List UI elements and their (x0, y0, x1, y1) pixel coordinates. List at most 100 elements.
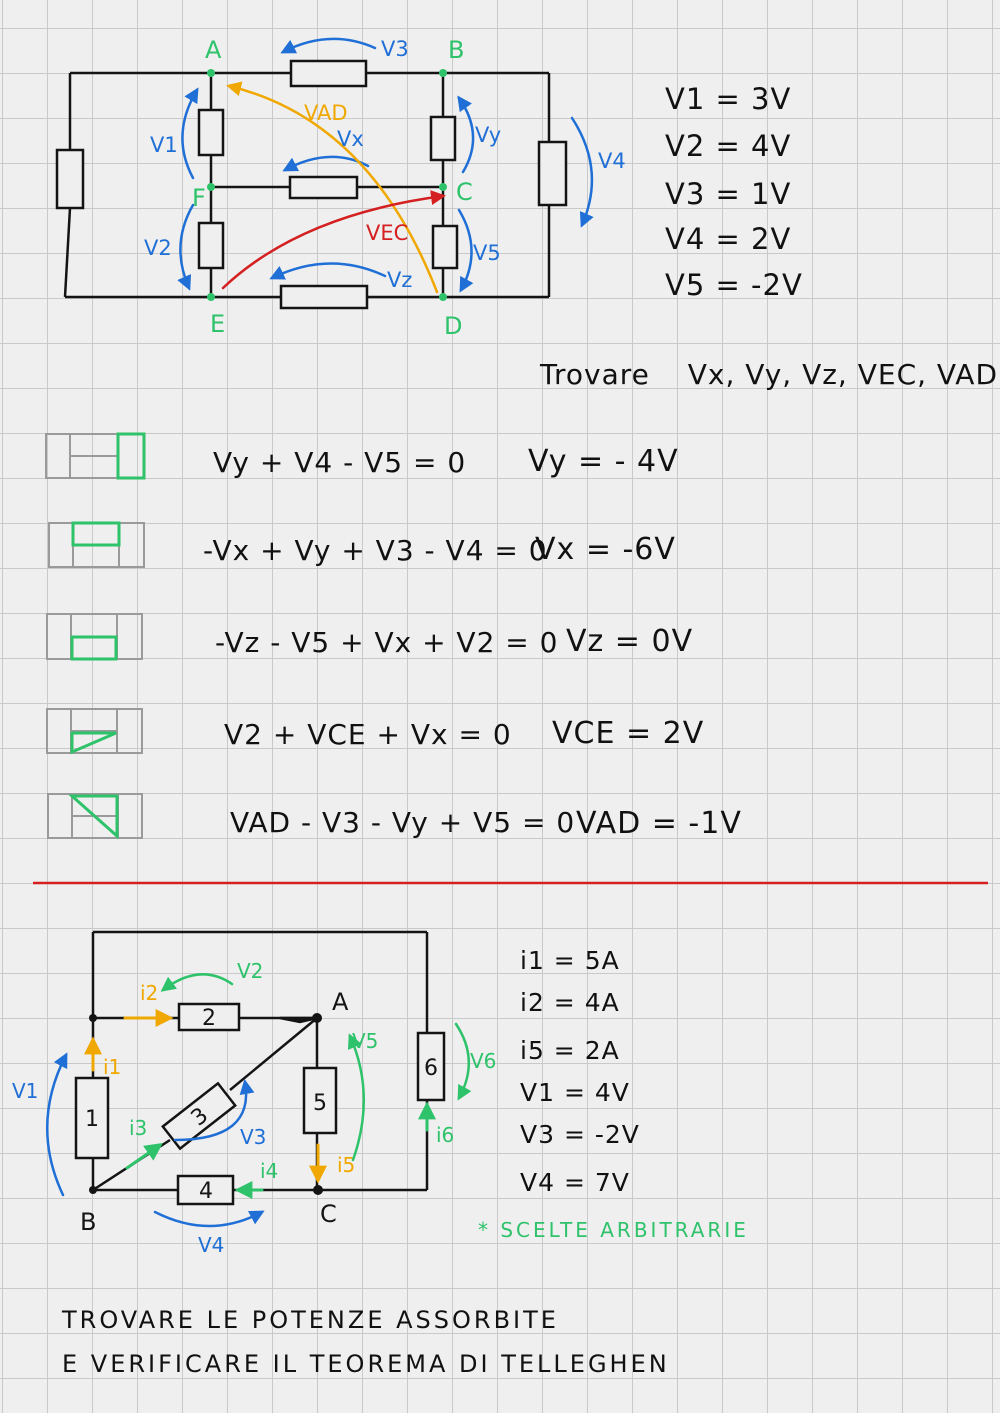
arrow-v5b (347, 1033, 365, 1162)
arrow-vy (457, 95, 475, 174)
arrow-vz (269, 262, 387, 280)
label2-i2: i2 (140, 981, 158, 1005)
node2-b-label: B (80, 1208, 96, 1236)
resistor-v2 (197, 221, 225, 270)
loop-icon-3 (46, 613, 143, 661)
label-vec: VEC (366, 221, 408, 245)
loop-icon-5 (47, 793, 143, 840)
label-v4: V4 (598, 149, 626, 173)
given-v3: V3 = 1V (665, 177, 792, 211)
circuit-2-voltage-arrows (45, 973, 472, 1228)
resistor-4-number: 4 (199, 1179, 213, 1204)
label2-v1: V1 (12, 1079, 38, 1103)
resistor-vz (279, 284, 369, 310)
resistor-1 (74, 1076, 110, 1160)
resistor-vx (288, 175, 359, 200)
given2-i2: i2 = 4A (520, 988, 620, 1017)
arrow-v4 (570, 116, 594, 228)
node-e-label: E (210, 310, 225, 338)
resistor-2-number: 2 (202, 1006, 216, 1031)
given2-v4: V4 = 7V (520, 1168, 630, 1197)
resistor-3 (161, 1081, 237, 1151)
label-vad: VAD (304, 101, 348, 125)
label-v1: V1 (150, 133, 178, 157)
circuit-2-current-arrows (84, 1009, 436, 1199)
label2-i5: i5 (337, 1153, 355, 1177)
kvl-res-2: Vx = -6V (535, 532, 676, 567)
task-2-line-2: E VERIFICARE IL TEOREMA DI TELLEGHEN (62, 1350, 670, 1378)
kvl-eq-3: -Vz - V5 + Vx + V2 = 0 (215, 626, 559, 659)
resistor-v1 (197, 108, 225, 157)
node-b-label: B (448, 36, 464, 64)
circuit-2-node-dots (89, 1013, 323, 1195)
given2-v1: V1 = 4V (520, 1078, 630, 1107)
kvl-res-3: Vz = 0V (566, 624, 694, 659)
kvl-eq-4: V2 + VCE + Vx = 0 (224, 718, 512, 751)
loop-icon-4 (46, 708, 143, 755)
node-f-label: F (192, 184, 206, 212)
circuit-2-resistors (74, 1002, 446, 1206)
circuit-1-resistors (55, 59, 568, 310)
given-v1: V1 = 3V (665, 82, 792, 116)
loop-icon-1 (45, 432, 146, 480)
arrow-v2b (160, 973, 234, 992)
label-v5: V5 (473, 241, 501, 265)
label2-v5: V5 (352, 1029, 378, 1053)
label2-v4: V4 (198, 1233, 224, 1257)
kvl-res-5: VAD = -1V (576, 806, 742, 841)
arrow-v1b (45, 1052, 68, 1197)
label-v2: V2 (144, 236, 172, 260)
arrow-i3 (125, 1142, 163, 1170)
task-1-prefix: Trovare (540, 358, 650, 391)
given2-i1: i1 = 5A (520, 946, 620, 975)
label-vx: Vx (337, 127, 364, 151)
label2-i3: i3 (129, 1116, 147, 1140)
node2-a-label: A (332, 988, 349, 1016)
node-c-label: C (456, 178, 473, 206)
circuit-1-voltage-labels: V3 V1 V2 Vy V5 V4 Vx Vz VAD VEC (144, 37, 626, 292)
label2-i4: i4 (260, 1159, 278, 1183)
resistor-v5 (431, 224, 459, 270)
arrow-vad (226, 81, 439, 294)
arrow-v3 (280, 37, 377, 54)
resistor-2 (177, 1002, 241, 1032)
loop-icon-2 (48, 521, 145, 568)
resistor-v4 (537, 140, 568, 207)
arrow-v4b (153, 1210, 265, 1228)
resistor-4 (176, 1174, 235, 1206)
given2-v3: V3 = -2V (520, 1120, 640, 1149)
resistor-5 (302, 1066, 338, 1135)
label2-v6: V6 (470, 1049, 496, 1073)
resistor-vy (429, 115, 457, 162)
label2-i1: i1 (103, 1055, 121, 1079)
circuit-1-arrows (177, 37, 594, 294)
node-a-label: A (205, 36, 222, 64)
label-vy: Vy (475, 123, 501, 147)
circuit-1-wires (63, 71, 551, 299)
label-vz: Vz (387, 268, 412, 292)
given-v4: V4 = 2V (665, 222, 792, 256)
arbitrary-choices-note: * SCELTE ARBITRARIE (478, 1218, 749, 1242)
kvl-eq-1: Vy + V4 - V5 = 0 (213, 446, 467, 479)
label2-v2: V2 (237, 959, 263, 983)
arrow-vec (221, 190, 446, 290)
kvl-res-1: Vy = - 4V (528, 444, 679, 479)
circuit-2-labels: V2 V5 V6 V1 V3 V4 i2 i1 i5 i3 i4 i6 (12, 959, 496, 1257)
node2-c-label: C (320, 1200, 337, 1228)
label2-v3: V3 (240, 1125, 266, 1149)
circuit-2-wires (91, 930, 429, 1192)
node-d-label: D (444, 312, 462, 340)
resistor-left (55, 148, 85, 210)
arrow-v1 (181, 87, 199, 180)
resistor-v3 (289, 59, 368, 88)
task-2-line-1: TROVARE LE POTENZE ASSORBITE (62, 1306, 559, 1334)
kvl-eq-2: -Vx + Vy + V3 - V4 = 0 (203, 534, 548, 567)
circuit-1-node-dots (207, 69, 447, 301)
label-v3: V3 (381, 37, 409, 61)
given-v5: V5 = -2V (665, 268, 803, 302)
circuit-1-node-labels: A B F C E D (192, 36, 473, 340)
circuit-2-node-labels: A B C (80, 988, 349, 1236)
circuit-1-diagram: A B F C E D V3 V1 V2 Vy V5 V4 Vx Vz VAD … (55, 36, 626, 340)
resistor-1-number: 1 (85, 1107, 99, 1132)
